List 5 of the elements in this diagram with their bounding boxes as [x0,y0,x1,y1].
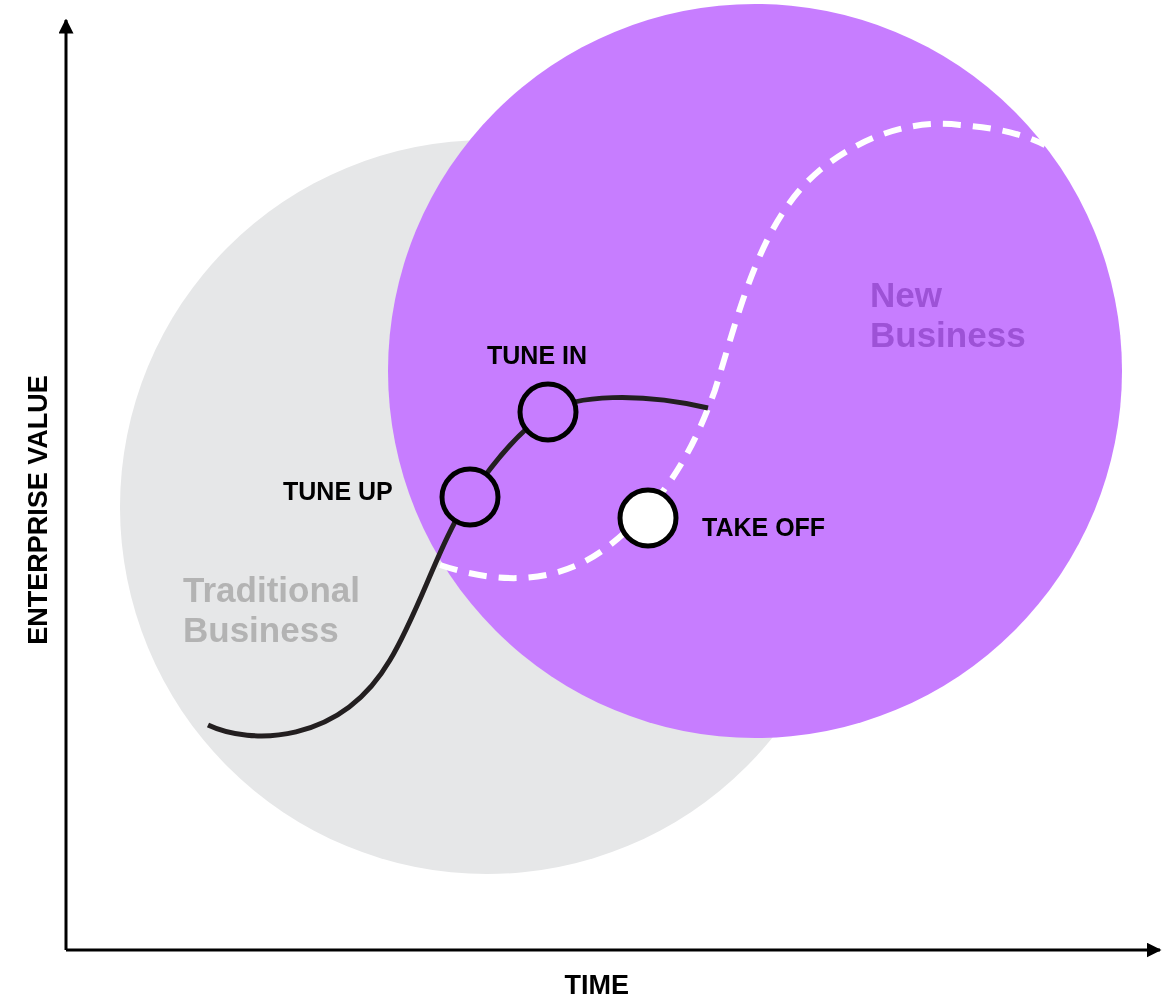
milestone-label: TUNE IN [487,340,587,370]
milestone-label: TAKE OFF [702,512,826,542]
axis-label: TIME [564,969,629,999]
milestone-label: TUNE UP [283,476,393,506]
axis-label: ENTERPRISE VALUE [21,375,54,645]
